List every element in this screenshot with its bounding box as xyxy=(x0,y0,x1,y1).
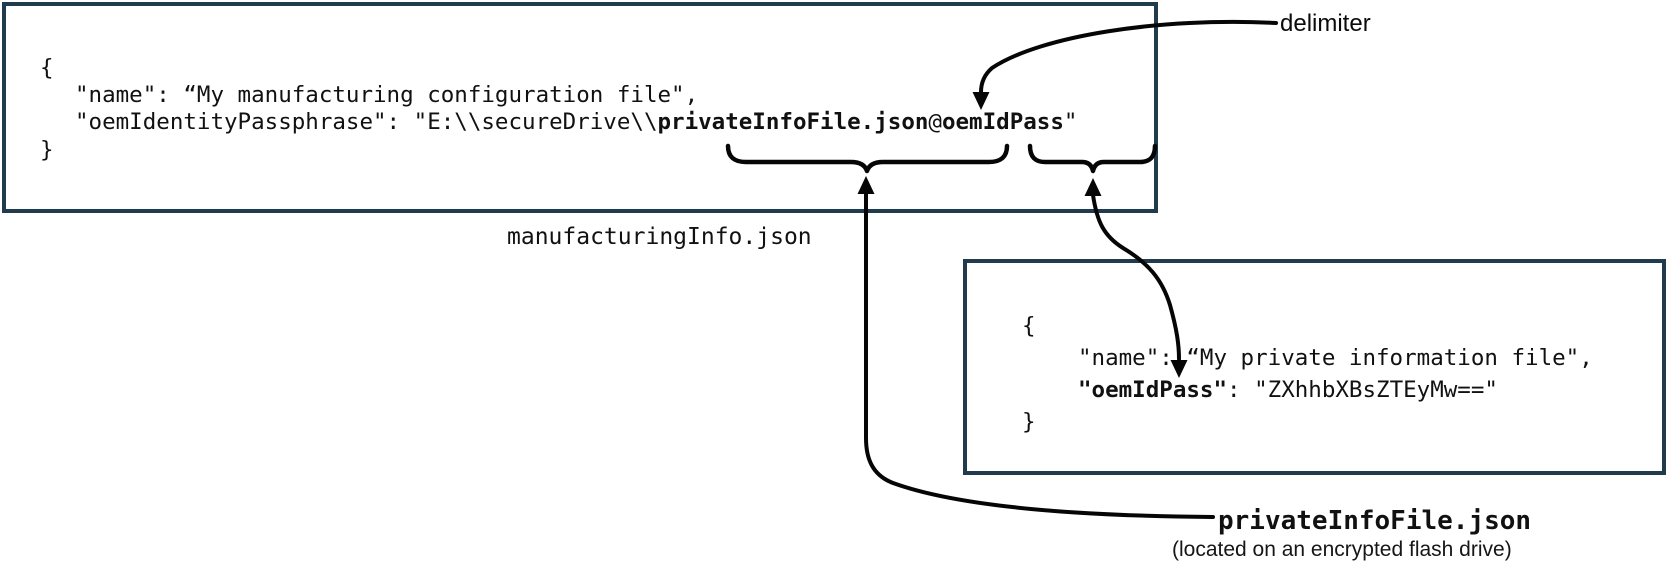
private-file-label: privateInfoFile.json xyxy=(1218,506,1532,536)
box2-name-line: "name": “My private information file", xyxy=(1078,345,1593,371)
delimiter-label: delimiter xyxy=(1280,10,1371,37)
box1-oemidpass-segment: oemIdPass xyxy=(941,109,1064,135)
box1-open-brace: { xyxy=(40,55,54,81)
box2-oemidpass-line: "oemIdPass": "ZXhhbXBsZTEyMw==" xyxy=(1078,379,1498,402)
box2-oemidpass-value: : "ZXhhbXBsZTEyMw==" xyxy=(1227,377,1498,403)
box1-delimiter-char: @ xyxy=(928,109,942,135)
box1-end-quote: " xyxy=(1063,109,1078,135)
manufacturing-json-box xyxy=(2,2,1158,213)
box2-close-brace: } xyxy=(1022,409,1036,435)
box1-close-brace: } xyxy=(40,137,54,163)
box1-name-line: "name": “My manufacturing configuration … xyxy=(75,82,699,108)
box1-passphrase-line: "oemIdentityPassphrase": "E:\\secureDriv… xyxy=(75,111,1077,134)
box1-private-file-segment: privateInfoFile.json xyxy=(657,109,929,135)
box2-open-brace: { xyxy=(1022,313,1036,339)
private-file-note: (located on an encrypted flash drive) xyxy=(1172,538,1512,561)
manufacturing-json-caption: manufacturingInfo.json xyxy=(507,224,812,250)
box2-oemidpass-key: "oemIdPass" xyxy=(1078,377,1228,403)
box1-passphrase-key: "oemIdentityPassphrase": "E:\\secureDriv… xyxy=(75,109,658,135)
